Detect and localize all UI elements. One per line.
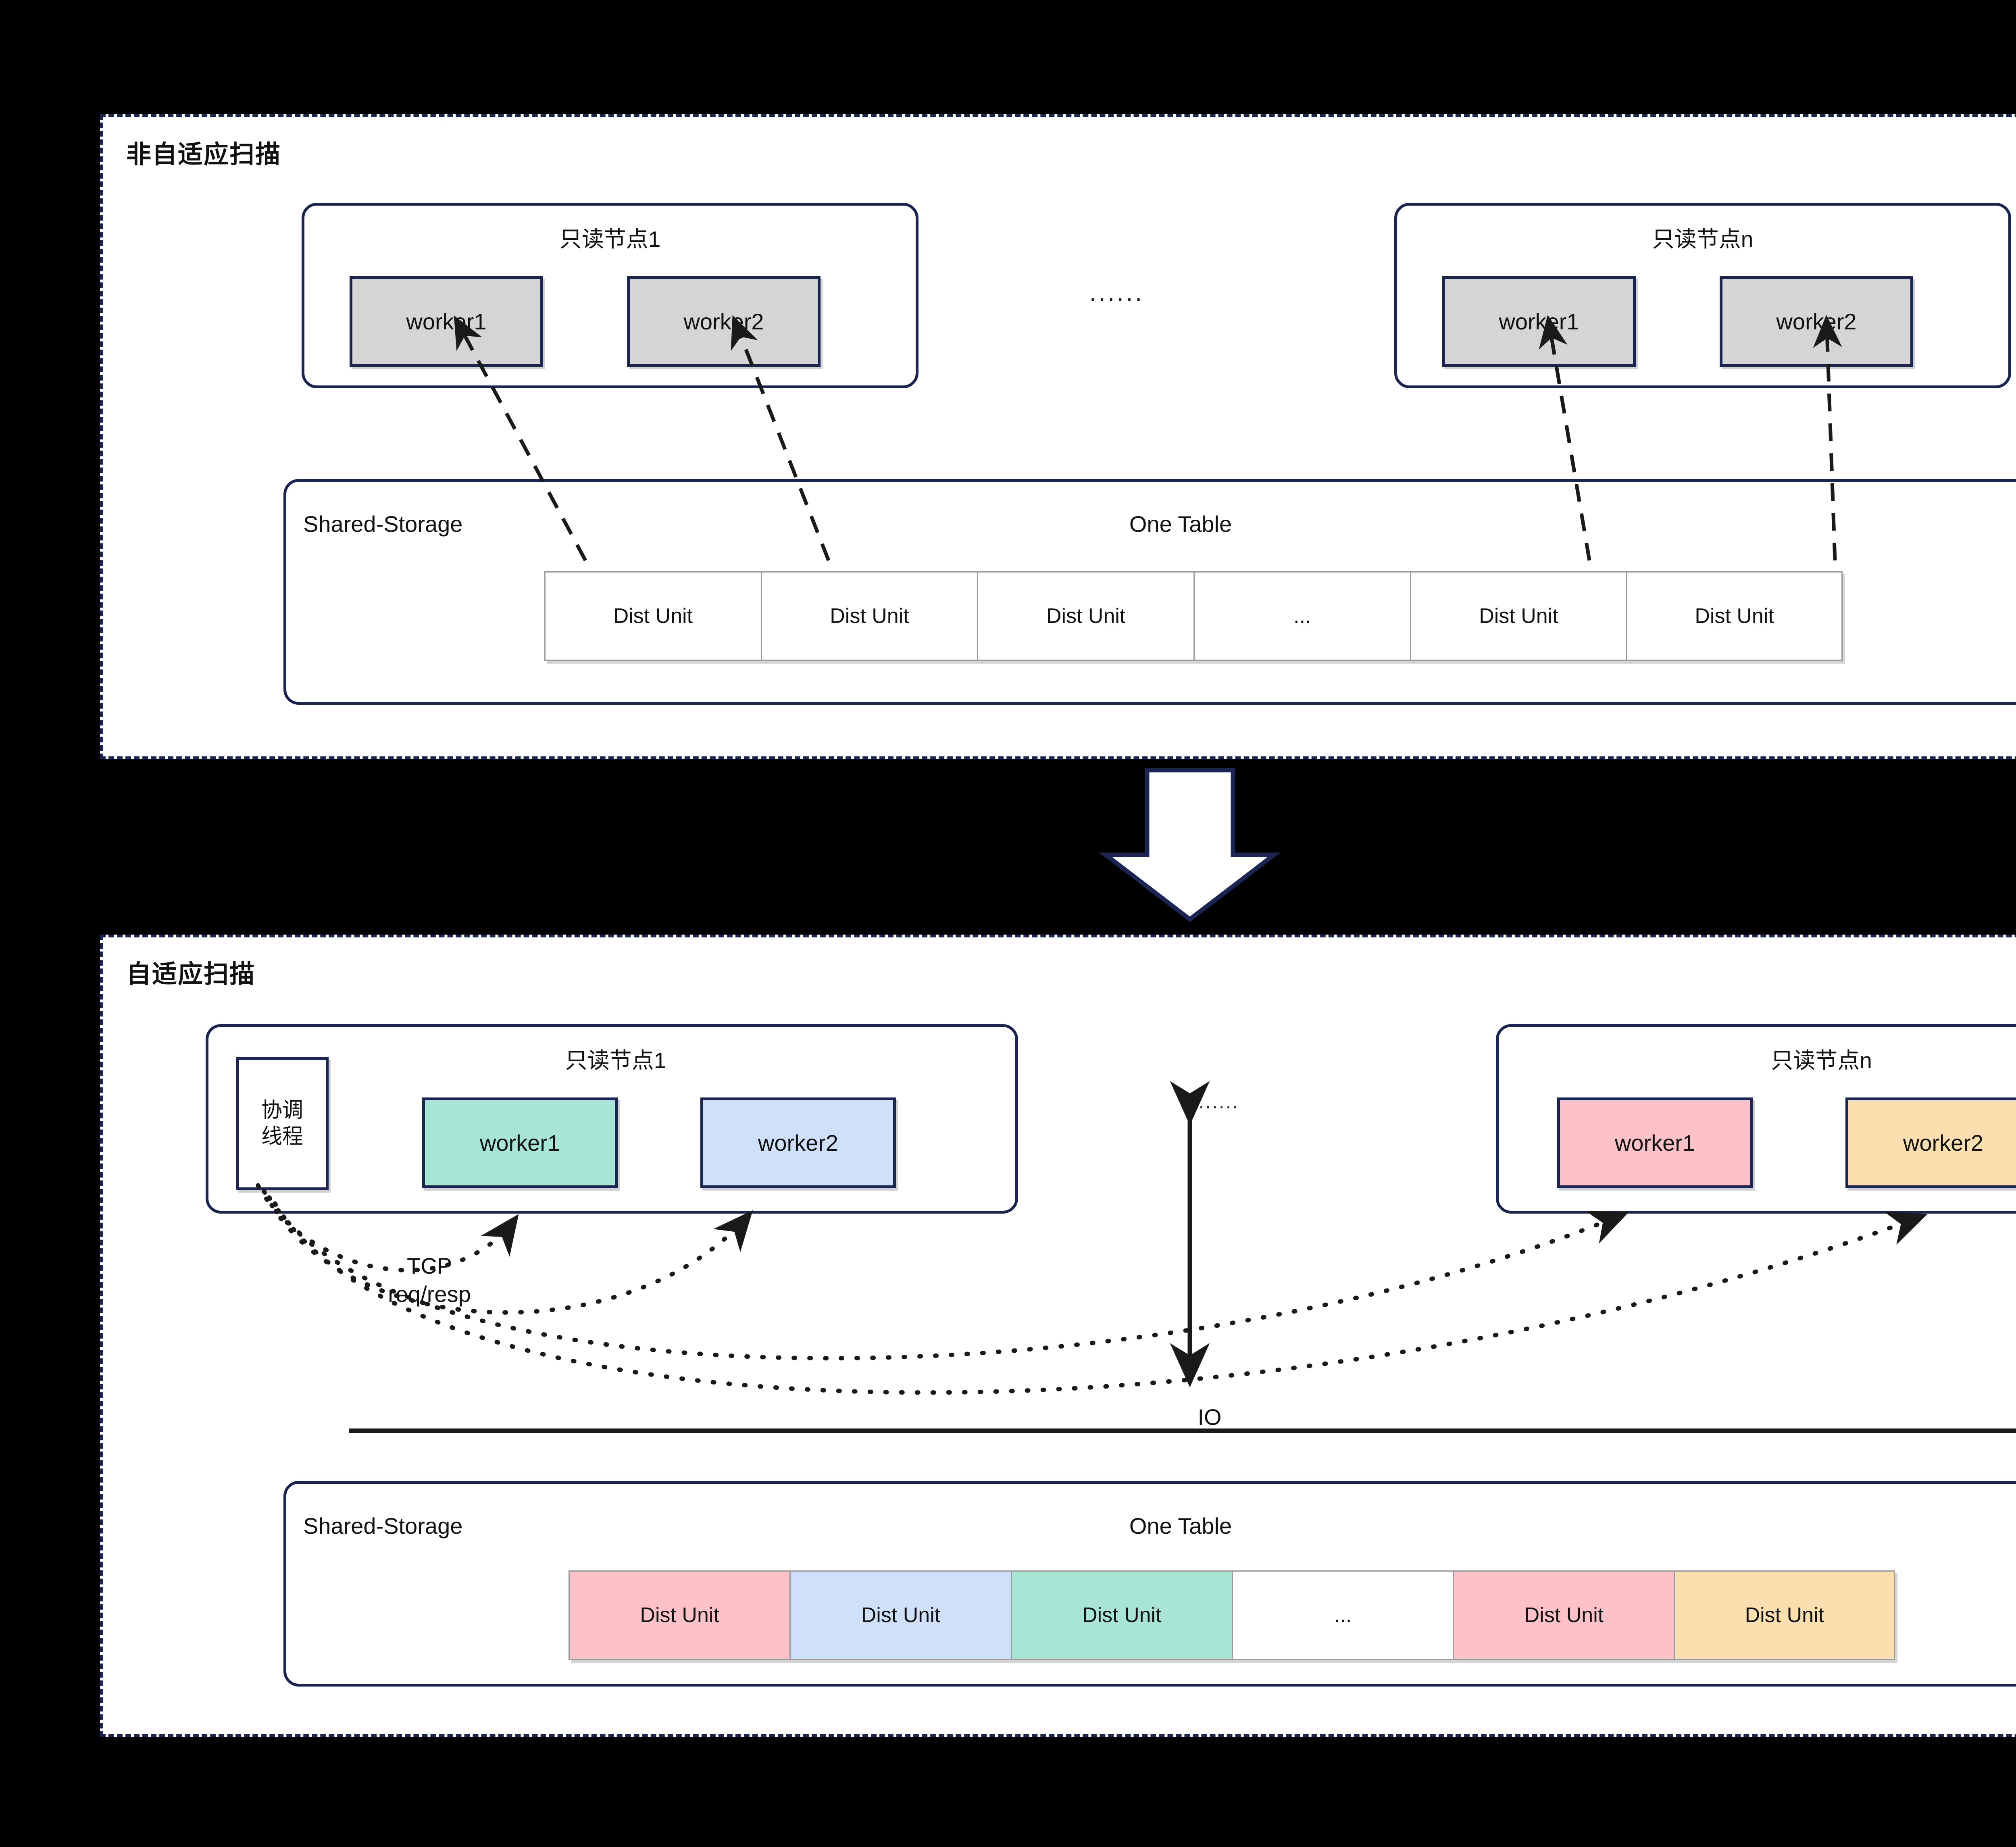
worker-label: worker1 <box>1614 1130 1695 1156</box>
worker-label: worker1 <box>479 1130 560 1156</box>
dist-unit-row-top: Dist Unit Dist Unit Dist Unit... Dist Unit D… <box>544 571 1843 661</box>
panel-non-adaptive-scan: 非自适应扫描 只读节点1 worker1 worker2 ...... 只读节点… <box>100 114 2016 759</box>
panel-title-adaptive: 自适应扫描 <box>126 960 256 988</box>
panel-title-non-adaptive: 非自适应扫描 <box>126 141 281 169</box>
tcp-label-line-2: req/resp <box>388 1281 471 1307</box>
node-group-n-title-adaptive: 只读节点n <box>1771 1048 1872 1073</box>
shared-storage-label-bottom: Shared-Storage <box>303 1513 463 1539</box>
worker-box-bottom-nn-w2[interactable]: worker2 <box>1845 1097 2016 1188</box>
transition-arrow <box>1099 768 1281 922</box>
worker-box-top-n1-w2[interactable]: worker2 <box>627 276 821 367</box>
dist-unit-label: Dist Unit <box>1046 604 1126 628</box>
worker-box-bottom-n1-w1[interactable]: worker1 <box>422 1097 618 1188</box>
dist-unit-label: Dist Unit <box>1745 1603 1824 1627</box>
worker-label: worker2 <box>683 309 764 334</box>
between-groups-ellipsis-top: ...... <box>1089 279 1145 306</box>
one-table-label-bottom: One Table <box>1129 1513 1232 1539</box>
dist-unit-cell[interactable]: Dist Unit <box>1626 571 1843 661</box>
worker-box-bottom-n1-w2[interactable]: worker2 <box>700 1097 896 1188</box>
tcp-label-line-1: TCP <box>407 1253 452 1279</box>
worker-box-top-n1-w1[interactable]: worker1 <box>350 276 543 367</box>
dist-unit-label: Dist Unit <box>1082 1603 1162 1627</box>
dist-unit-cell[interactable]: Dist Unit <box>1453 1570 1674 1660</box>
worker-label: worker1 <box>1499 309 1579 334</box>
dist-unit-cell[interactable]: ... <box>1193 571 1410 661</box>
node-group-readonly-node-1[interactable]: 只读节点1 worker1 worker2 <box>302 203 918 388</box>
dist-unit-cell[interactable]: Dist Unit <box>760 571 977 661</box>
dist-unit-cell[interactable]: Dist Unit <box>1674 1570 1895 1660</box>
dist-unit-label: Dist Unit <box>1524 1603 1604 1627</box>
dist-unit-cell[interactable]: ... <box>1231 1570 1453 1660</box>
worker-label: worker2 <box>1903 1130 1984 1156</box>
panel-adaptive-scan: 自适应扫描 只读节点1 协调 线程 worker1 worker2 只读节点n … <box>100 935 2016 1737</box>
worker-label: worker1 <box>406 309 487 334</box>
worker-box-bottom-nn-w1[interactable]: worker1 <box>1557 1097 1753 1188</box>
dist-unit-cell[interactable]: Dist Unit <box>789 1570 1011 1660</box>
worker-box-top-nn-w1[interactable]: worker1 <box>1442 276 1636 367</box>
dist-unit-label: ... <box>1334 1603 1352 1627</box>
coordinator-line-1: 协调 <box>261 1099 303 1122</box>
dist-unit-cell[interactable]: Dist Unit <box>1010 1570 1232 1660</box>
node-group-1-title-adaptive: 只读节点1 <box>565 1048 666 1073</box>
dist-unit-cell[interactable]: Dist Unit <box>977 571 1193 661</box>
dist-unit-label: ... <box>1293 604 1311 628</box>
dist-unit-label: Dist Unit <box>1695 604 1774 628</box>
worker-box-top-nn-w2[interactable]: worker2 <box>1720 276 1913 367</box>
dist-unit-row-bottom: Dist Unit Dist Unit Dist Unit... Dist Unit D… <box>569 1570 1895 1660</box>
io-label: IO <box>1198 1404 1222 1430</box>
node-group-n-title: 只读节点n <box>1652 227 1754 252</box>
dist-unit-label: Dist Unit <box>861 1603 941 1627</box>
coordinator-thread-box[interactable]: 协调 线程 <box>236 1057 329 1190</box>
dist-unit-label: Dist Unit <box>1479 604 1558 628</box>
shared-storage-label-top: Shared-Storage <box>303 511 463 537</box>
worker-label: worker2 <box>758 1130 839 1156</box>
dist-unit-cell[interactable]: Dist Unit <box>1410 571 1627 661</box>
dist-unit-cell[interactable]: Dist Unit <box>544 571 761 661</box>
node-group-readonly-node-n-adaptive[interactable]: 只读节点n worker1 worker2 <box>1496 1024 2016 1214</box>
one-table-label-top: One Table <box>1129 511 1232 537</box>
node-group-1-title: 只读节点1 <box>559 227 661 252</box>
io-boundary-line <box>349 1428 2016 1433</box>
node-group-readonly-node-1-adaptive[interactable]: 只读节点1 协调 线程 worker1 worker2 <box>206 1024 1018 1214</box>
dist-unit-label: Dist Unit <box>640 1603 719 1627</box>
dist-unit-label: Dist Unit <box>830 604 909 628</box>
dist-unit-cell[interactable]: Dist Unit <box>569 1570 790 1660</box>
tcp-label: TCP req/resp <box>345 1252 514 1308</box>
worker-label: worker2 <box>1776 309 1857 334</box>
coordinator-line-2: 线程 <box>261 1125 303 1148</box>
dist-unit-label: Dist Unit <box>613 604 693 628</box>
node-group-readonly-node-n[interactable]: 只读节点n worker1 worker2 <box>1394 203 2011 388</box>
io-top-ellipsis: ...... <box>1199 1091 1239 1112</box>
